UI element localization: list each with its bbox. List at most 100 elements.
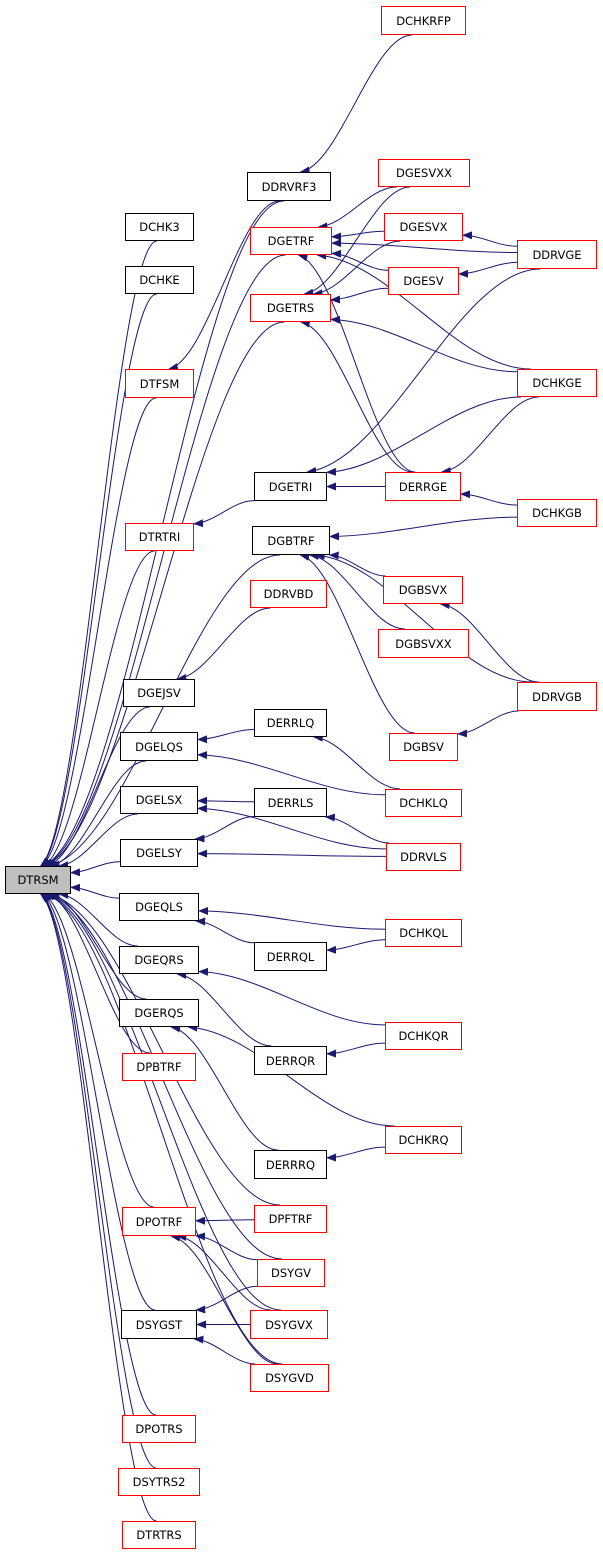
edge-dsygv-to-dsygst	[195, 1285, 258, 1314]
edge-dgejsv-to-dtrsm	[46, 706, 150, 868]
edge-dpftrf-to-dpotrf	[195, 1216, 255, 1225]
node-dtrtri[interactable]: DTRTRI	[125, 523, 194, 551]
edge-ddrvge-to-dgetri	[306, 268, 541, 475]
edge-ddrvge-to-dgetrf	[331, 239, 518, 253]
edge-ddrvls-to-dgelsx	[197, 804, 387, 850]
node-dpotrf[interactable]: DPOTRF	[122, 1207, 196, 1236]
node-derrrq[interactable]: DERRRQ	[254, 1150, 327, 1179]
edge-derrls-to-dgelsy	[194, 816, 255, 843]
edge-dsytrs2-to-dtrsm	[39, 893, 157, 1469]
edge-derrge-to-dgetrf	[297, 253, 416, 473]
edge-dgesv-to-dgetrf	[331, 249, 389, 271]
node-derrls[interactable]: DERRLS	[254, 788, 327, 817]
edge-derrlq-to-dgelqs	[197, 729, 255, 744]
edge-dchkql-to-derrql	[326, 939, 386, 954]
edge-derrrq-to-dgerqs	[170, 1024, 278, 1151]
edge-dsygst-to-dtrsm	[40, 893, 156, 1311]
node-dgejsv[interactable]: DGEJSV	[123, 679, 195, 707]
node-dpftrf[interactable]: DPFTRF	[254, 1205, 327, 1233]
node-dchkge[interactable]: DCHKGE	[517, 369, 597, 397]
node-dsygv[interactable]: DSYGV	[257, 1259, 325, 1287]
edge-ddrvrf3-to-dtrsm	[42, 200, 284, 867]
edge-dgelqs-to-dtrsm	[49, 760, 146, 869]
edge-dchkql-to-dgeqls	[198, 907, 386, 930]
edge-dchkgb-to-derrge	[460, 490, 518, 506]
node-dpbtrf[interactable]: DPBTRF	[122, 1053, 196, 1081]
edge-dgesvxx-to-dgetrs	[303, 186, 411, 297]
edge-dsygvx-to-dpotrf	[176, 1233, 271, 1311]
edge-dpotrf-to-dtrsm	[42, 893, 154, 1208]
node-dchke[interactable]: DCHKE	[125, 266, 194, 294]
edge-dchkrq-to-derrrq	[326, 1146, 386, 1162]
node-ddrvbd[interactable]: DDRVBD	[250, 580, 327, 608]
node-dpotrs[interactable]: DPOTRS	[122, 1415, 196, 1443]
node-dchkgb[interactable]: DCHKGB	[517, 499, 597, 527]
node-dgetrs[interactable]: DGETRS	[250, 294, 331, 322]
node-dsygvx[interactable]: DSYGVX	[250, 1310, 328, 1339]
node-ddrvls[interactable]: DDRVLS	[386, 843, 461, 871]
node-derrge[interactable]: DERRGE	[385, 472, 461, 501]
edge-dgeqrs-to-dtrsm	[58, 890, 138, 947]
node-dgbsvx[interactable]: DGBSVX	[383, 576, 463, 604]
node-dgelqs[interactable]: DGELQS	[120, 732, 198, 761]
edge-dsygv-to-dtrsm	[46, 892, 283, 1260]
edge-ddrvgb-to-dgbtrf	[314, 551, 533, 683]
edge-derrql-to-dgeqls	[195, 917, 255, 944]
node-dgbtrf[interactable]: DGBTRF	[252, 526, 330, 555]
edge-dsygvd-to-dsygst	[193, 1335, 256, 1365]
edge-dgelsy-to-dtrsm	[70, 861, 121, 877]
edge-ddrvge-to-dgesvx	[462, 231, 518, 247]
edge-dchkge-to-derrge	[440, 396, 539, 475]
node-dgesvx[interactable]: DGESVX	[384, 213, 463, 241]
node-dchkqr[interactable]: DCHKQR	[385, 1022, 462, 1050]
node-dgetrf[interactable]: DGETRF	[250, 227, 332, 255]
edge-derrge-to-dgetrs	[299, 319, 413, 473]
node-dgeqls[interactable]: DGEQLS	[119, 893, 199, 921]
node-dtfsm[interactable]: DTFSM	[125, 369, 194, 398]
node-dtrsm[interactable]: DTRSM	[5, 866, 71, 894]
node-dsygst[interactable]: DSYGST	[121, 1310, 197, 1339]
node-dgerqs[interactable]: DGERQS	[119, 999, 199, 1027]
edge-ddrvge-to-dgesv	[458, 261, 518, 278]
node-dgbsvxx[interactable]: DGBSVXX	[378, 629, 469, 658]
node-dsygvd[interactable]: DSYGVD	[250, 1364, 329, 1392]
edge-dchkgb-to-dgbtrf	[329, 516, 518, 541]
node-derrlq[interactable]: DERRLQ	[254, 709, 327, 737]
node-dsytrs2[interactable]: DSYTRS2	[118, 1468, 200, 1496]
edge-dgbsvx-to-dgbtrf	[328, 551, 386, 577]
edge-dchkge-to-dgetri	[326, 396, 522, 476]
node-ddrvge[interactable]: DDRVGE	[517, 240, 597, 269]
node-dgelsy[interactable]: DGELSY	[120, 839, 198, 867]
edge-dgesvx-to-dgetrf	[331, 230, 385, 241]
node-derrqr[interactable]: DERRQR	[254, 1046, 327, 1075]
node-dgbsv[interactable]: DGBSV	[389, 733, 458, 761]
edge-dpftrf-to-dtrsm	[47, 891, 281, 1206]
edge-ddrvrf3-to-dtfsm	[168, 200, 280, 371]
node-dgesv[interactable]: DGESV	[388, 267, 459, 295]
edge-dchklq-to-derrlq	[312, 733, 401, 790]
node-dchkrq[interactable]: DCHKRQ	[385, 1126, 462, 1154]
edge-dpotrs-to-dtrsm	[40, 893, 157, 1416]
node-ddrvgb[interactable]: DDRVGB	[517, 682, 597, 711]
node-dchklq[interactable]: DCHKLQ	[385, 789, 462, 817]
edge-ddrvbd-to-dgejsv	[176, 607, 271, 682]
edge-dsygvx-to-dtrsm	[44, 892, 281, 1311]
node-dchk3[interactable]: DCHK3	[125, 213, 194, 241]
node-ddrvrf3[interactable]: DDRVRF3	[247, 172, 331, 201]
node-dchkql[interactable]: DCHKQL	[385, 919, 462, 947]
edge-dgesv-to-dgetrs	[330, 287, 389, 304]
node-dgesvxx[interactable]: DGESVXX	[378, 159, 470, 187]
edge-ddrvgb-to-dgbsvx	[439, 601, 539, 683]
edge-dgesvx-to-dgetrs	[312, 240, 401, 298]
node-dgeqrs[interactable]: DGEQRS	[119, 946, 199, 974]
edge-dsygvd-to-dpotrf	[170, 1233, 278, 1365]
edge-derrqr-to-dgeqrs	[176, 971, 272, 1047]
node-dgelsx[interactable]: DGELSX	[120, 786, 198, 814]
node-derrql[interactable]: DERRQL	[254, 942, 327, 971]
node-dchkrfp[interactable]: DCHKRFP	[381, 6, 466, 35]
node-dtrtrs[interactable]: DTRTRS	[122, 1521, 196, 1549]
node-dgetri[interactable]: DGETRI	[254, 472, 327, 501]
edge-ddrvls-to-derrls	[324, 813, 390, 844]
edge-dsygv-to-dpotrf	[195, 1232, 258, 1261]
